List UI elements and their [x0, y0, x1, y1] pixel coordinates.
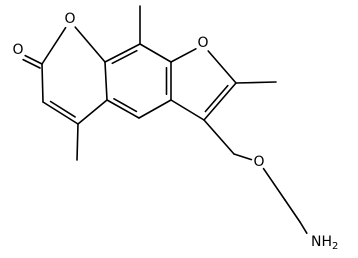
bond-C8b-furanO — [170, 47, 197, 63]
ether-oxygen-label: O — [253, 154, 264, 170]
amine-group-label: NH2 — [311, 234, 338, 252]
double-bond-C3-C4 — [49, 100, 76, 118]
bond-furanO-C2 — [207, 50, 237, 84]
bond-C8b-C9 — [139, 43, 172, 63]
bond-C4a-C8a — [104, 61, 108, 101]
bond-ringO-carbonylC — [41, 26, 67, 65]
bond-etherO-OCH2 — [262, 167, 286, 201]
double-bond-carbonylC-carbonylO — [22, 58, 41, 69]
bond-C2-C3f — [203, 82, 237, 121]
double-bond-C2-C3f — [204, 84, 229, 113]
amine-subscript-text: 2 — [332, 241, 338, 252]
bond-C3f-C5a — [170, 99, 205, 121]
bond-C9-C8a — [104, 43, 141, 63]
bond-carbonylC-carbonylO — [24, 54, 43, 65]
bond-OCH2-NCH2 — [284, 199, 301, 223]
bond-lines — [22, 5, 308, 234]
furan-ring-oxygen-label: O — [197, 35, 208, 51]
bond-C4a-C5 — [106, 99, 140, 119]
bond-C3-C4 — [42, 101, 79, 125]
double-bond-C8a-C9 — [111, 49, 138, 65]
bond-C5-C5a — [138, 99, 172, 119]
carbonyl-oxygen-label: O — [12, 42, 23, 58]
bond-carbonylC-C3 — [41, 63, 44, 103]
bond-CH2-etherO — [233, 153, 253, 161]
bond-C3f-CH2 — [203, 119, 235, 155]
bond-C2-Me2 — [235, 81, 277, 84]
amine-nh-text: NH — [311, 234, 332, 250]
bond-NCH2-N — [299, 221, 308, 234]
bond-C4-C4a — [77, 99, 108, 125]
pyranone-ring-oxygen-label: O — [64, 11, 75, 27]
bond-C4-Me4 — [76, 123, 79, 161]
double-bond-C4a-C5 — [113, 98, 138, 113]
bond-C8a-ringO — [74, 26, 106, 63]
